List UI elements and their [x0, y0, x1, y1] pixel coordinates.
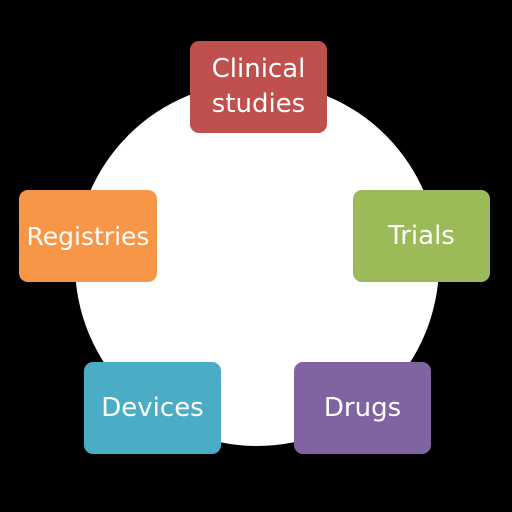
node-devices[interactable]: Devices — [84, 362, 221, 454]
node-drugs-label: Drugs — [323, 392, 402, 423]
node-registries-label: Registries — [26, 221, 150, 251]
node-trials-label: Trials — [388, 220, 455, 251]
node-registries[interactable]: Registries — [19, 190, 157, 282]
node-devices-label: Devices — [101, 392, 204, 423]
node-trials[interactable]: Trials — [353, 190, 490, 282]
node-clinical-studies-label: Clinical studies — [211, 54, 306, 119]
node-clinical-studies[interactable]: Clinical studies — [190, 41, 327, 133]
node-drugs[interactable]: Drugs — [294, 362, 431, 454]
